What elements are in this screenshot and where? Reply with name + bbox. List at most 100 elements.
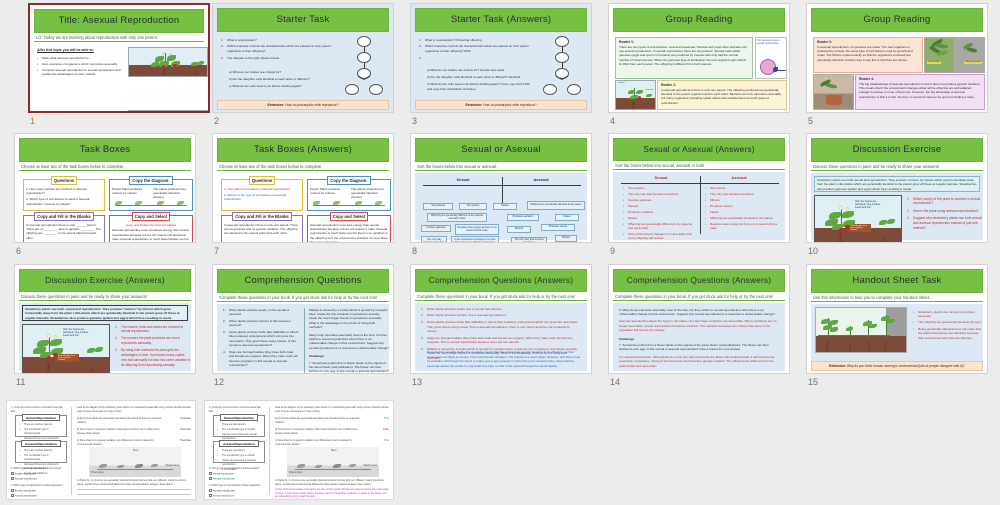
slide-thumbnail-15[interactable]: Handout Sheet Task Use this information … bbox=[806, 264, 988, 374]
checkbox-icon[interactable] bbox=[11, 472, 14, 475]
sort-card[interactable]: Slower bbox=[493, 202, 517, 210]
task-box-copy-select: Copy and Select Asexual reproduction use… bbox=[307, 211, 391, 242]
slide-number-13: 13 bbox=[412, 377, 423, 387]
slide-number-3: 3 bbox=[412, 116, 418, 126]
task-box-fill-blanks: Copy and Fill in the Blanks In asexual r… bbox=[221, 211, 303, 242]
fact-line: The cell division type is mitosis. bbox=[217, 454, 261, 458]
challenge-label: Challenge: bbox=[619, 336, 635, 341]
task-box-questions: Questions 1. One parent is involved in a… bbox=[221, 175, 303, 211]
subanswer-item: Grow, copy their DNA and copy their subc… bbox=[427, 82, 530, 91]
diagram-label-parent: Parent plant bbox=[91, 471, 104, 475]
slide-number-7: 7 bbox=[214, 246, 220, 256]
sort-card[interactable]: Offspring are genetically different to t… bbox=[427, 212, 487, 222]
slide-thumbnail-11[interactable]: Discussion Exercise (Answers) Discuss th… bbox=[14, 264, 196, 374]
slide-thumbnail-6[interactable]: Task Boxes Choose at least two of the ta… bbox=[14, 133, 196, 243]
fact-line: The cell division type is mitosis/meiosi… bbox=[19, 454, 63, 461]
sort-card[interactable]: One parent bbox=[459, 202, 487, 210]
slide-thumbnail-14[interactable]: Comprehension Questions (Answers) Comple… bbox=[608, 264, 790, 374]
worksheet-page-answers[interactable]: 1. Circle the correct words to complete … bbox=[204, 400, 394, 500]
worksheet-page-blank[interactable]: 1. Circle the correct words to complete … bbox=[6, 400, 196, 500]
slide-number-2: 2 bbox=[214, 116, 220, 126]
sort-card[interactable]: Faster bbox=[555, 213, 579, 221]
worksheet-final-answer: A) has short roots because roots got in … bbox=[275, 488, 389, 499]
statement-b: b) Since there is no genetic variation, … bbox=[77, 428, 160, 435]
task-line: The plants produced are genetically iden… bbox=[351, 186, 385, 200]
checkbox-icon-checked[interactable] bbox=[209, 477, 212, 480]
slide-thumbnail-1[interactable]: Title: Asexual Reproduction LO: Today we… bbox=[28, 3, 210, 113]
slide-title-1: Title: Asexual Reproduction bbox=[34, 9, 204, 33]
mitosis-diagram bbox=[539, 35, 589, 98]
image-caption: Two gametes fuse in sexual reproduction bbox=[757, 38, 780, 46]
fact-line: Gametes/Clones are produced in asexual r… bbox=[19, 463, 63, 470]
slide-title-6: Task Boxes bbox=[19, 138, 191, 162]
answer-item: Asexual reproduction allows the fungi to… bbox=[619, 319, 777, 333]
sort-card[interactable]: The only way that humans reproduce bbox=[511, 236, 547, 242]
worksheet-option[interactable]: Sexual reproduction bbox=[209, 472, 234, 476]
worksheet-question-2: 2. Which type of reproduction produces c… bbox=[11, 467, 62, 470]
checkbox-icon[interactable] bbox=[209, 472, 212, 475]
extension-label: Extension: bbox=[267, 103, 285, 107]
answer-item: When plants produce runners, this is ase… bbox=[421, 313, 507, 318]
sort-card[interactable]: Mitosis bbox=[555, 234, 577, 242]
worksheet-option[interactable]: Asexual reproduction bbox=[11, 494, 37, 498]
sort-card[interactable]: Produces clones bbox=[541, 223, 575, 231]
slide-subtitle-11: Discuss these questions in pairs and be … bbox=[19, 292, 191, 301]
sort-card[interactable]: Meiosis bbox=[507, 225, 531, 233]
slide-subtitle-9: Sort the boxes below into sexual, asexua… bbox=[613, 161, 785, 170]
task-box-caption: Copy and Fill in the Blanks bbox=[34, 211, 94, 221]
slide-thumbnail-13[interactable]: Comprehension Questions (Answers) Comple… bbox=[410, 264, 592, 374]
sort-card[interactable]: Two parents bbox=[423, 202, 453, 210]
slide-thumbnail-5[interactable]: Group Reading Reader 3: In asexual repro… bbox=[806, 3, 988, 113]
answer-item: The only way that humans reproduce bbox=[623, 192, 695, 197]
question-item: Suggest why strawberry plants use both s… bbox=[907, 216, 982, 230]
sort-card[interactable]: Requires less energy as there is no need… bbox=[455, 223, 499, 235]
truefalse-answer: True bbox=[384, 417, 389, 420]
fact-line: There are one parent. bbox=[217, 449, 261, 453]
checkbox-icon[interactable] bbox=[11, 489, 14, 492]
worksheet-option[interactable]: Asexual reproduction bbox=[11, 477, 37, 481]
fact-file-asexual: Asexual Reproduction There are one/two p… bbox=[15, 440, 67, 475]
answer-item: Produces clones bbox=[705, 204, 783, 209]
extension-text: How do prokaryotic cells reproduce? bbox=[483, 103, 537, 107]
fact-line: It is the same/different. bbox=[19, 472, 63, 476]
sort-card[interactable]: The only way bacteria reproduce bbox=[421, 235, 447, 242]
task-box-caption: Copy the Diagram: bbox=[327, 175, 371, 185]
worksheet-instruction-left: 1. Circle the correct words to complete … bbox=[209, 406, 261, 413]
gamete-fusion-image: Two gametes fuse in sexual reproduction bbox=[755, 36, 787, 79]
info-text: Strawberry plants use both sexual and re… bbox=[817, 178, 977, 191]
checkbox-icon[interactable] bbox=[11, 477, 14, 480]
subquestion-item: c) What do the cells need to do before d… bbox=[427, 82, 500, 87]
objectives-list: State what asexual reproduction is. Give… bbox=[37, 56, 123, 77]
photo-label-offspring: Offspring (clone) bbox=[963, 60, 982, 64]
extension-banner-15: Extension: Why do you think human clonin… bbox=[811, 361, 983, 371]
worksheet-option[interactable]: Sexual reproduction bbox=[11, 489, 36, 493]
checkbox-icon-checked[interactable] bbox=[209, 494, 212, 497]
slide-thumbnail-2[interactable]: Starter Task What is reproduction? Which… bbox=[212, 3, 394, 113]
sort-card[interactable]: Involves gametes bbox=[421, 224, 451, 232]
checkbox-icon[interactable] bbox=[209, 489, 212, 492]
subanswer-item: Growth and repair bbox=[480, 67, 505, 72]
slide-thumbnail-7[interactable]: Task Boxes (Answers) Choose at least two… bbox=[212, 133, 394, 243]
worksheet-option[interactable]: Asexual reproduction bbox=[209, 489, 235, 493]
task-box-copy-diagram: Copy the Diagram: Parent Plant produces … bbox=[307, 175, 391, 211]
slide-thumbnail-10[interactable]: Discussion Exercise Discuss these questi… bbox=[806, 133, 988, 243]
slide-number-14: 14 bbox=[610, 377, 621, 387]
starter-question-list: What is reproduction? Which molecule con… bbox=[221, 38, 333, 63]
sort-card[interactable]: Produces variation bbox=[507, 213, 539, 221]
answer-item: Malaria is caused by a protist which is … bbox=[421, 346, 578, 360]
truefalse-header: True/False bbox=[179, 439, 191, 442]
slide-thumbnail-12[interactable]: Comprehension Questions Complete these q… bbox=[212, 264, 394, 374]
info-text: Strawberry plants use both sexual and re… bbox=[25, 307, 180, 320]
checkbox-icon[interactable] bbox=[11, 494, 14, 497]
worksheet-option[interactable]: Sexual reproduction bbox=[11, 472, 36, 476]
slide-title-4: Group Reading bbox=[613, 8, 785, 32]
sort-card[interactable]: If the environment changes it is more li… bbox=[451, 235, 499, 242]
slide-thumbnail-4[interactable]: Group Reading Reader 1: There are two ty… bbox=[608, 3, 790, 113]
reader-1-box: Reader 1: There are two types of reprodu… bbox=[615, 36, 753, 79]
slide-subtitle-10: Discuss these questions in pairs and be … bbox=[811, 162, 983, 171]
slide-thumbnail-9[interactable]: Sexual or Asexual (Answers) Sort the box… bbox=[608, 133, 790, 243]
sort-card[interactable]: Offspring are genetically identical to t… bbox=[527, 200, 585, 210]
slide-thumbnail-8[interactable]: Sexual or Asexual Sort the boxes below i… bbox=[410, 133, 592, 243]
slide-thumbnail-3[interactable]: Starter Task (Answers) What is reproduct… bbox=[410, 3, 592, 113]
question-item: Which molecule controls the characterist… bbox=[425, 44, 529, 53]
